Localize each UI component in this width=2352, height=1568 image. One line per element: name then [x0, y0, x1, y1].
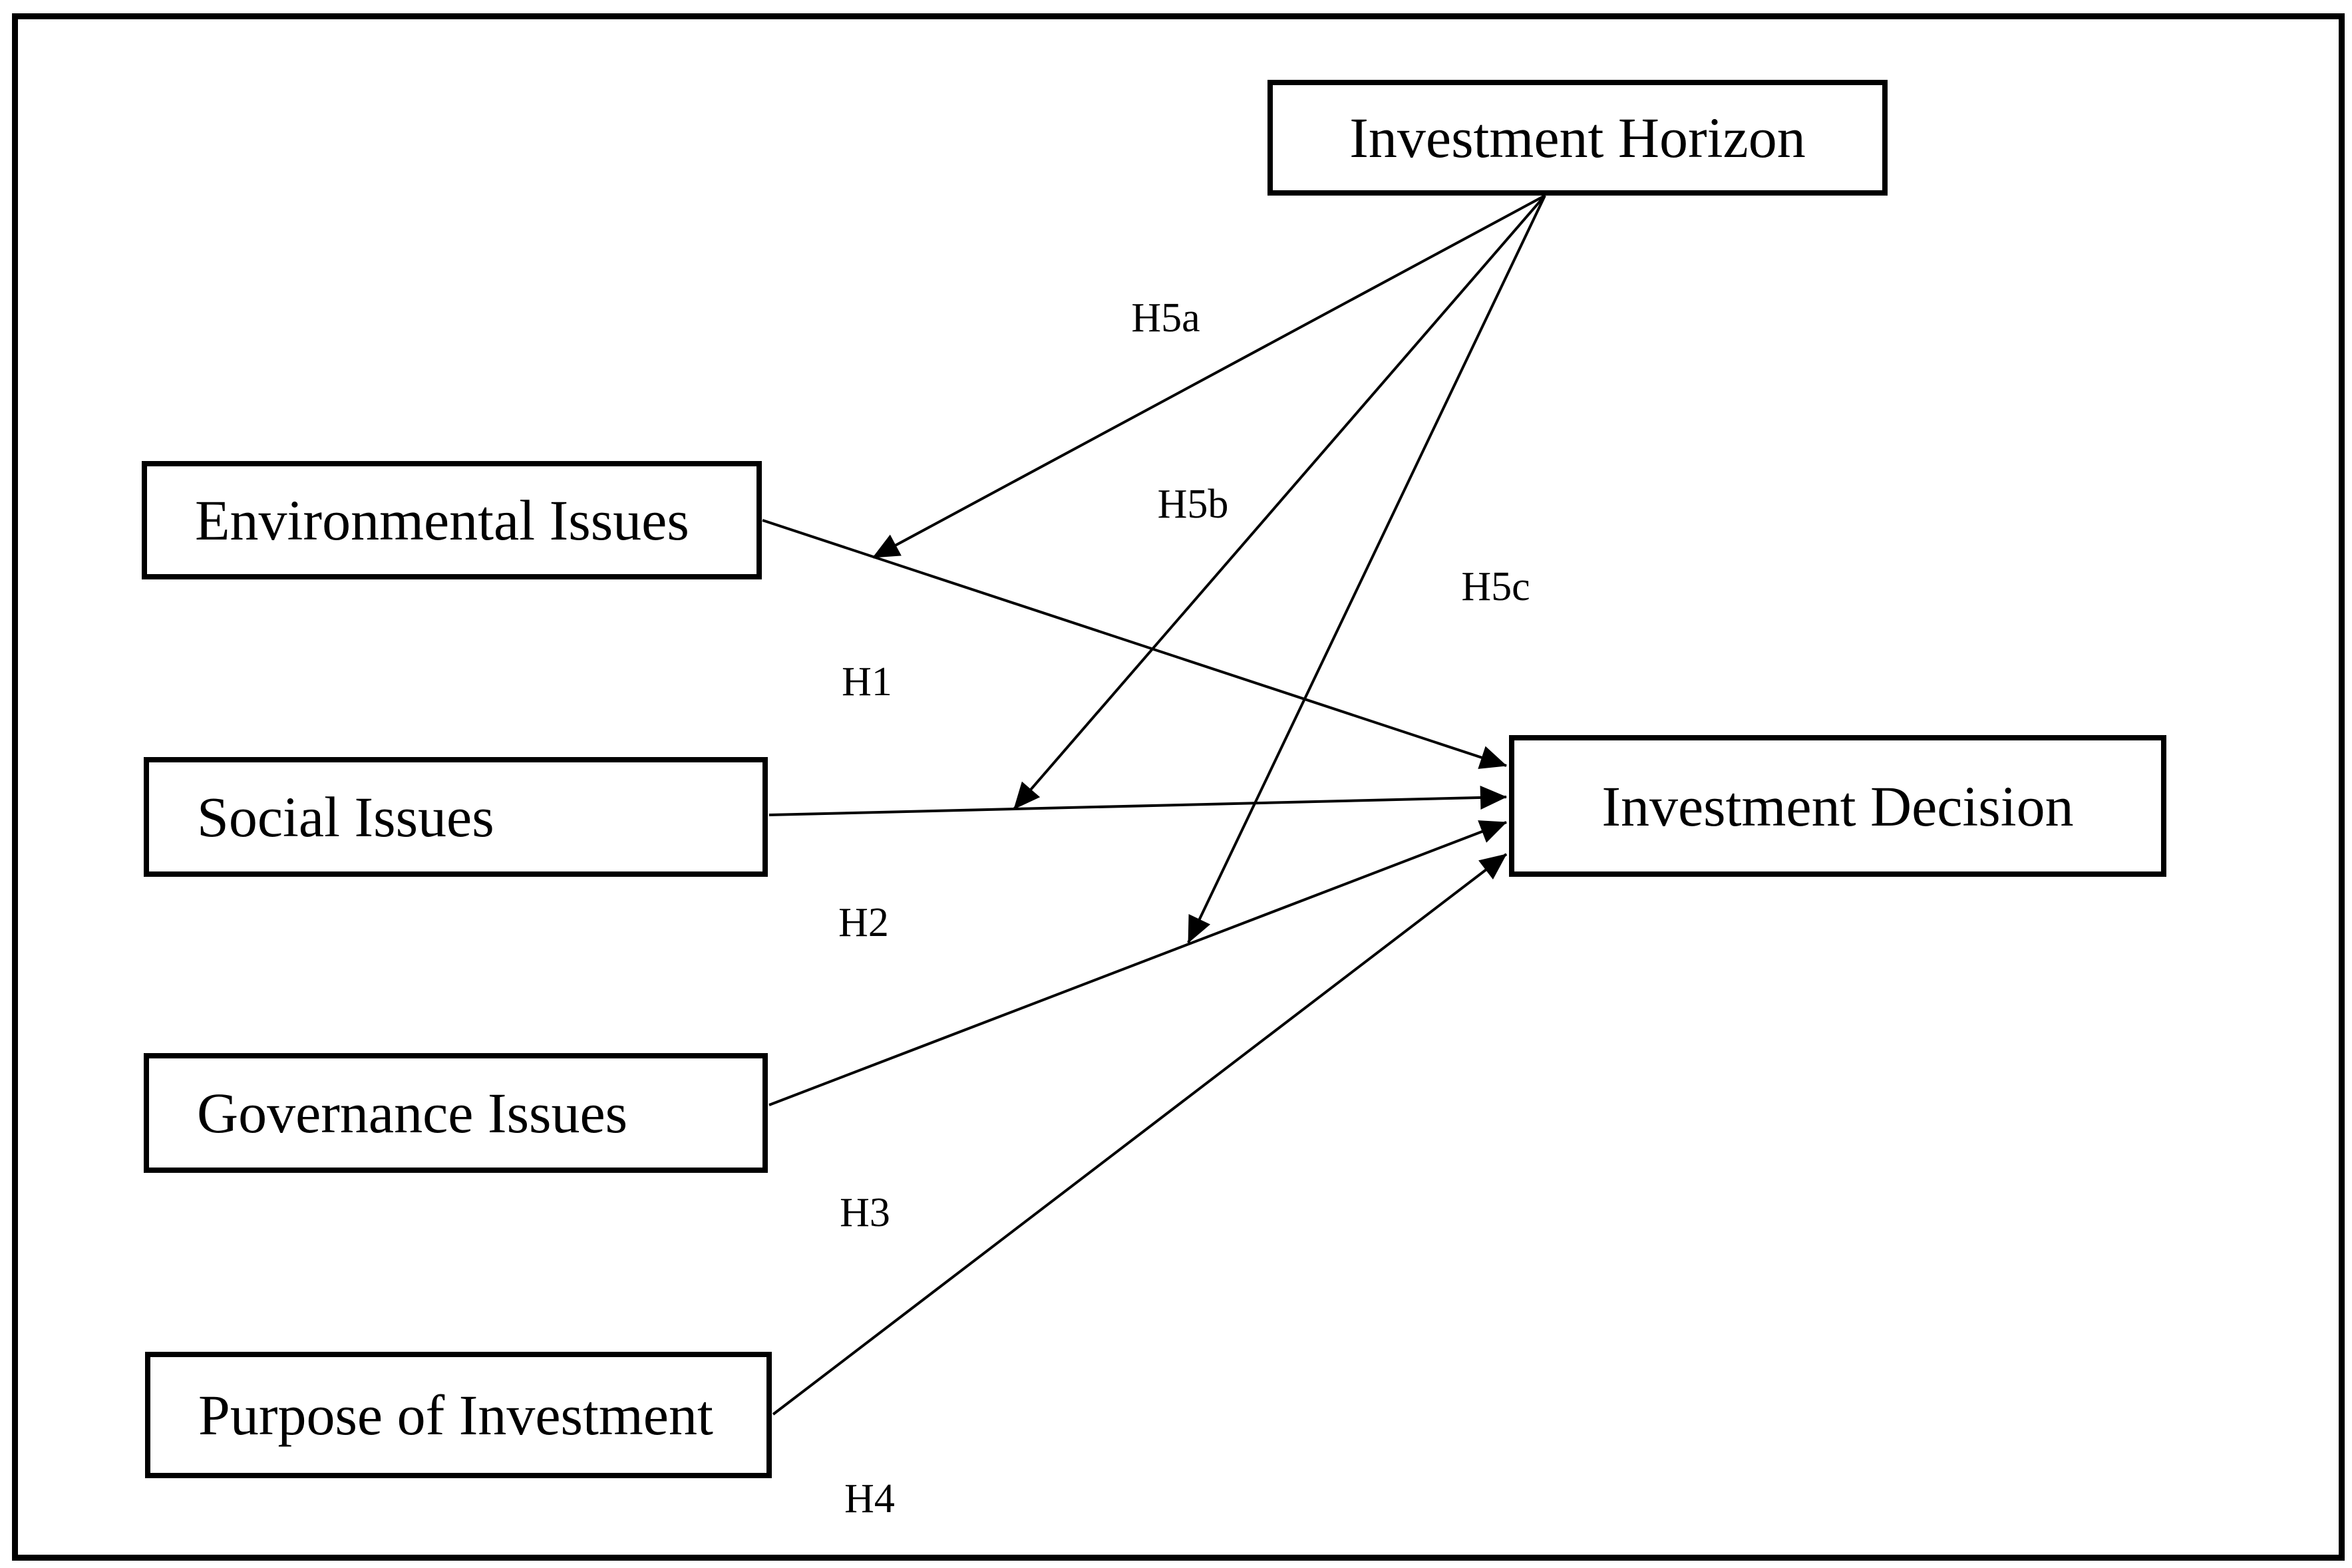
hypothesis-label-h1: H1 [842, 659, 892, 705]
node-investment-horizon: Investment Horizon [1267, 80, 1888, 196]
arrow-h5c [1187, 195, 1546, 943]
outer-border [12, 13, 2345, 1561]
node-environmental-issues-label: Environmental Issues [195, 488, 689, 552]
node-social-issues: Social Issues [144, 757, 768, 877]
node-investment-horizon-label: Investment Horizon [1349, 106, 1806, 170]
arrow-h1 [762, 519, 1507, 769]
hypothesis-label-h5a: H5a [1131, 295, 1200, 341]
node-purpose-of-investment: Purpose of Investment [145, 1352, 772, 1478]
hypothesis-label-h4: H4 [844, 1476, 895, 1521]
hypothesis-label-h5c: H5c [1461, 564, 1530, 609]
arrow-h2 [768, 785, 1507, 816]
hypothesis-label-h2: H2 [838, 900, 889, 945]
node-investment-decision: Investment Decision [1509, 735, 2166, 877]
node-environmental-issues: Environmental Issues [142, 461, 762, 579]
arrow-h5b [1013, 194, 1546, 810]
node-purpose-of-investment-label: Purpose of Investment [198, 1383, 713, 1447]
node-governance-issues-label: Governance Issues [197, 1081, 628, 1145]
arrow-h4 [772, 853, 1508, 1416]
arrow-h5a [872, 194, 1546, 559]
arrow-h3 [768, 820, 1507, 1106]
node-investment-decision-label: Investment Decision [1601, 774, 2074, 838]
hypothesis-label-h5b: H5b [1157, 482, 1229, 527]
node-governance-issues: Governance Issues [144, 1053, 768, 1173]
hypothesis-label-h3: H3 [840, 1190, 890, 1235]
node-social-issues-label: Social Issues [197, 785, 494, 849]
